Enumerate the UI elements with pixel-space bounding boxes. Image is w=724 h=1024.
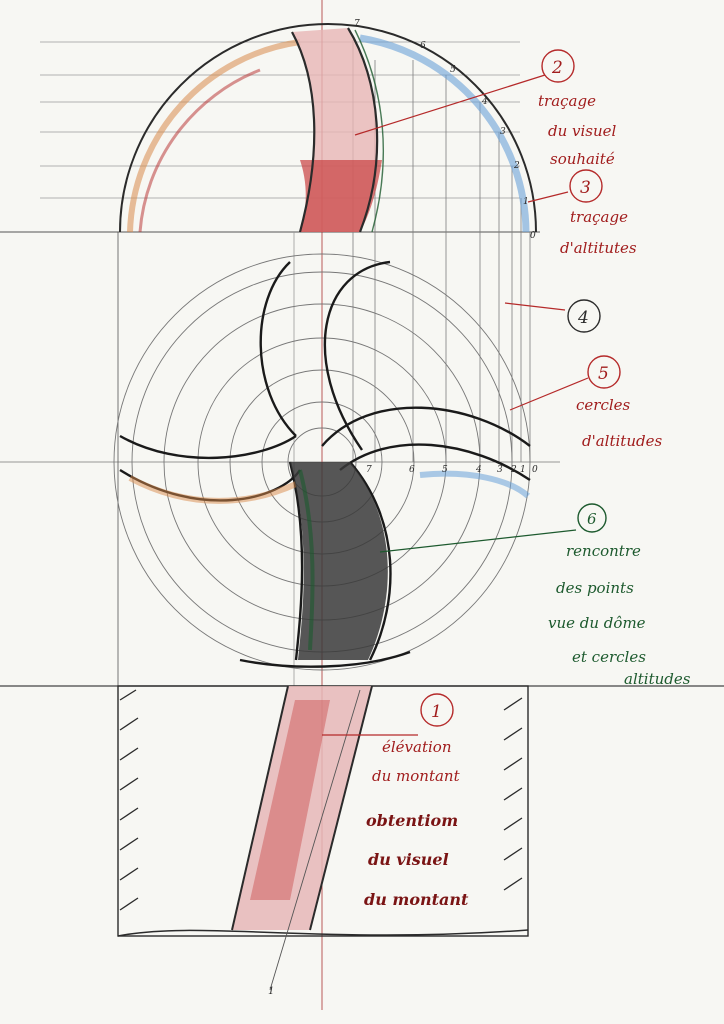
base-mark: 1 (268, 986, 274, 997)
callout-2-line-2: du visuel (548, 122, 617, 140)
callout-5-line-2: d'altitudes (582, 432, 662, 450)
callout-6-number: 6 (587, 510, 597, 528)
callout-1: 1 élévation du montant (372, 693, 461, 785)
callout-2-number: 2 (551, 58, 563, 78)
callout-2-line-1: traçage (538, 92, 596, 110)
caption-line-2: du visuel (368, 850, 449, 869)
montant-elevation (117, 685, 529, 991)
elev-tick-5: 5 (450, 65, 456, 75)
callout-6-line-4: et cercles (572, 648, 646, 666)
elev-tick-2: 2 (513, 161, 520, 171)
callout-6: 6 rencontre des points vue du dôme et ce… (548, 503, 691, 688)
plan-tick-1: 1 (520, 465, 526, 475)
plan-tick-6: 6 (409, 465, 415, 475)
callout-5-number: 5 (598, 364, 609, 384)
elev-tick-3: 3 (500, 127, 506, 137)
elev-tick-6: 6 (420, 41, 426, 51)
callout-2: 2 traçage du visuel souhaité (538, 49, 617, 168)
callout-3: 3 traçage d'altitutes (560, 169, 637, 257)
elev-tick-4: 4 (481, 97, 488, 107)
callout-4: 4 (567, 299, 601, 333)
rib-color-accents (128, 470, 530, 504)
elevation-ticks: 7 6 5 4 3 2 1 0 (354, 19, 536, 241)
callout-6-line-3: vue du dôme (548, 614, 646, 632)
caption-line-1: obtentiom (366, 811, 458, 830)
plan-tick-5: 5 (442, 465, 448, 475)
callout-3-line-1: traçage (570, 208, 628, 226)
caption-line-3: du montant (364, 890, 469, 909)
callout-3-number: 3 (580, 178, 591, 198)
callout-1-line-2: du montant (372, 767, 461, 785)
plan-ticks: 7 6 5 4 3 2 1 0 (366, 465, 538, 475)
elev-tick-7: 7 (354, 19, 360, 29)
plan-tick-7: 7 (366, 465, 372, 475)
plan-tick-3: 3 (497, 465, 503, 475)
plan-tick-2: 2 (510, 465, 517, 475)
callout-1-line-1: élévation (382, 738, 452, 756)
callout-2-line-3: souhaité (550, 150, 615, 168)
plan-tick-0: 0 (532, 465, 538, 475)
callout-6-line-1: rencontre (566, 542, 641, 560)
callout-6-line-2: des points (556, 579, 634, 597)
wall-hatching (119, 689, 523, 911)
dome-elevation (119, 23, 537, 233)
callout-1-number: 1 (431, 702, 442, 722)
callout-5-line-1: cercles (576, 396, 631, 414)
shaded-rib (290, 462, 388, 660)
elev-tick-1: 1 (523, 197, 529, 207)
caption: obtentiom du visuel du montant (364, 811, 469, 909)
pinwheel-ribs (119, 260, 531, 668)
callout-3-line-2: d'altitutes (560, 239, 637, 257)
callout-4-number: 4 (577, 308, 589, 328)
plan-tick-4: 4 (475, 465, 482, 475)
callout-6-line-5: altitudes (624, 670, 691, 688)
leader-lines (322, 74, 589, 736)
elev-tick-0: 0 (530, 231, 536, 241)
callout-5: 5 cercles d'altitudes (576, 355, 662, 450)
dome-visual-band (291, 27, 384, 233)
